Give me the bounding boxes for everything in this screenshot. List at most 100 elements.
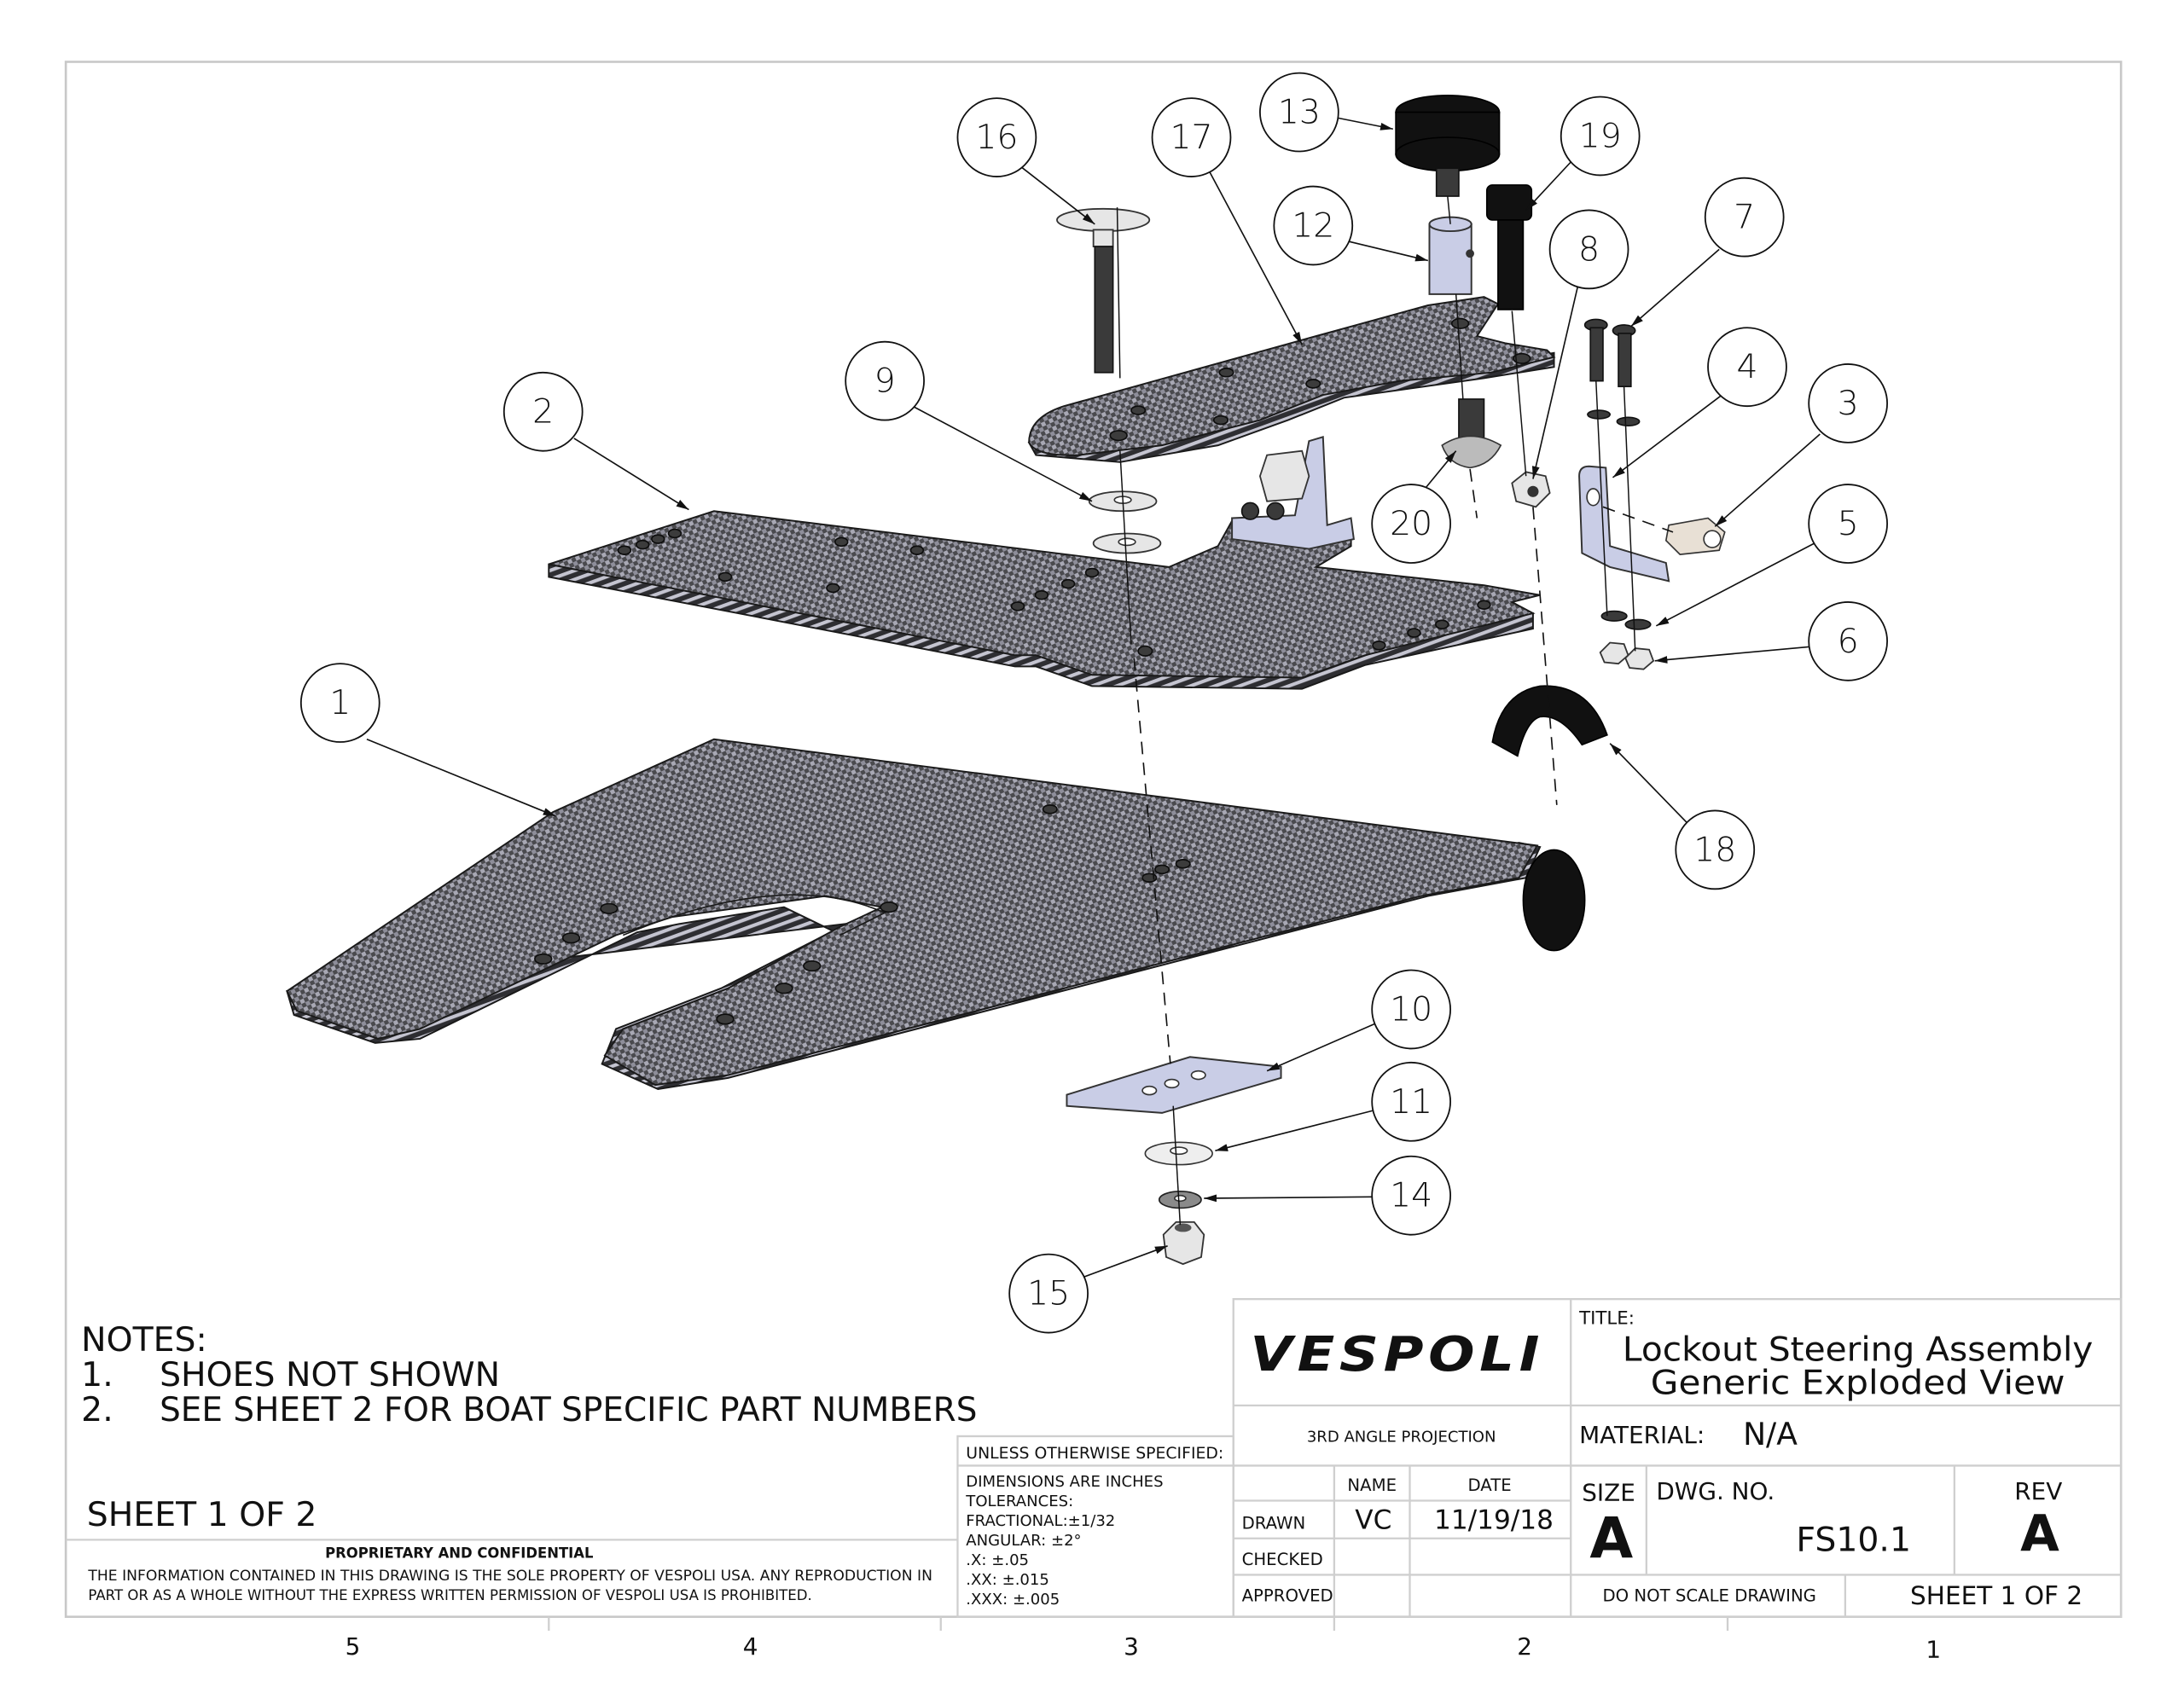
do-not-scale: DO NOT SCALE DRAWING (1602, 1586, 1816, 1606)
part-7-screws (1583, 318, 1641, 426)
rev-label: REV (2014, 1477, 2062, 1505)
svg-text:5: 5 (1838, 504, 1859, 543)
svg-text:6: 6 (1838, 622, 1859, 661)
part-18-wing-cap (1491, 685, 1608, 757)
part-4-bracket (1578, 465, 1670, 583)
balloon-15[interactable]: 15 (1008, 1253, 1089, 1334)
svg-text:2: 2 (532, 392, 554, 432)
notes-heading: NOTES: (81, 1320, 207, 1359)
balloon-3[interactable]: 3 (1808, 363, 1889, 443)
sheet-number: SHEET 1 OF 2 (1910, 1581, 2082, 1610)
drawn-date: 11/19/18 (1434, 1504, 1554, 1535)
note-2-num: 2. (81, 1390, 113, 1429)
balloon-11[interactable]: 11 (1371, 1061, 1452, 1142)
zone-markers: 5 4 3 2 1 (346, 1616, 1941, 1663)
balloon-8[interactable]: 8 (1548, 209, 1629, 290)
title-label: TITLE: (1578, 1308, 1635, 1330)
leader-lines (366, 117, 1821, 1279)
dwg-no-label: DWG. NO. (1656, 1477, 1774, 1505)
svg-text:7: 7 (1734, 198, 1755, 237)
rev-value: A (2020, 1504, 2059, 1563)
balloon-10[interactable]: 10 (1371, 969, 1452, 1050)
svg-text:14: 14 (1390, 1176, 1432, 1215)
svg-text:20: 20 (1390, 504, 1432, 543)
balloon-13[interactable]: 13 (1259, 72, 1339, 153)
size-label: SIZE (1582, 1478, 1635, 1506)
sub-bracket (1231, 435, 1355, 550)
zone-5: 5 (346, 1632, 361, 1661)
tolerance-line: TOLERANCES: (965, 1493, 1073, 1510)
svg-text:12: 12 (1292, 206, 1334, 245)
balloons: 1 2 3 4 5 6 7 8 9 10 11 12 13 14 15 16 1… (299, 72, 1889, 1334)
balloon-1[interactable]: 1 (299, 663, 380, 743)
part-8-hex-nut (1511, 471, 1551, 508)
assembly-axes (1116, 195, 1674, 1226)
zone-2: 2 (1517, 1632, 1532, 1661)
note-1-num: 1. (81, 1355, 113, 1394)
balloon-16[interactable]: 16 (956, 97, 1037, 177)
balloon-18[interactable]: 18 (1675, 809, 1756, 890)
part-10-backing-plate (1066, 1056, 1282, 1114)
part-17-arm (1027, 296, 1556, 463)
sheet-left: SHEET 1 OF 2 (87, 1495, 317, 1534)
svg-text:16: 16 (975, 118, 1018, 157)
svg-text:4: 4 (1736, 347, 1757, 386)
name-header: NAME (1347, 1475, 1397, 1495)
approved-label: APPROVED (1242, 1586, 1333, 1606)
note-2-text: SEE SHEET 2 FOR BOAT SPECIFIC PART NUMBE… (160, 1390, 977, 1429)
tolerance-block: UNLESS OTHERWISE SPECIFIED: DIMENSIONS A… (956, 1435, 1234, 1618)
balloon-7[interactable]: 7 (1704, 177, 1785, 258)
zone-4: 4 (743, 1632, 758, 1661)
drawn-label: DRAWN (1242, 1513, 1306, 1533)
balloon-9[interactable]: 9 (845, 340, 925, 421)
part-12-standoff (1428, 216, 1474, 295)
balloon-12[interactable]: 12 (1273, 185, 1354, 266)
svg-text:11: 11 (1390, 1082, 1432, 1122)
balloon-5[interactable]: 5 (1808, 484, 1889, 564)
zone-3: 3 (1124, 1632, 1139, 1661)
material-label: MATERIAL: (1579, 1421, 1705, 1449)
part-16-bolt (1056, 207, 1151, 374)
balloon-14[interactable]: 14 (1371, 1155, 1452, 1236)
tolerance-line: .X: ±.05 (966, 1551, 1029, 1569)
proprietary-line1: THE INFORMATION CONTAINED IN THIS DRAWIN… (87, 1568, 932, 1584)
proprietary-box: PROPRIETARY AND CONFIDENTIAL THE INFORMA… (66, 1539, 958, 1603)
balloon-4[interactable]: 4 (1707, 327, 1787, 408)
svg-text:9: 9 (874, 362, 896, 401)
svg-text:15: 15 (1027, 1274, 1070, 1313)
svg-text:10: 10 (1390, 989, 1432, 1029)
svg-text:8: 8 (1578, 229, 1600, 269)
title-block: VESPOLI TITLE: Lockout Steering Assembly… (1232, 1298, 2123, 1618)
svg-text:19: 19 (1579, 116, 1622, 155)
balloon-2[interactable]: 2 (502, 371, 584, 452)
balloon-19[interactable]: 19 (1560, 96, 1641, 177)
dwg-no-value: FS10.1 (1796, 1521, 1911, 1560)
part-6-nuts (1599, 641, 1655, 670)
part-1-footboard (286, 738, 1586, 1091)
title-line1: Lockout Steering Assembly (1623, 1330, 2093, 1369)
tolerance-line: FRACTIONAL:±1/32 (966, 1512, 1115, 1530)
part-15-nut (1162, 1220, 1205, 1266)
svg-text:3: 3 (1838, 384, 1859, 423)
svg-text:13: 13 (1278, 93, 1321, 132)
size-value: A (1589, 1507, 1633, 1572)
part-5-washers (1600, 610, 1652, 630)
end-cap (1522, 849, 1586, 952)
part-2-plate (548, 510, 1541, 690)
balloon-17[interactable]: 17 (1151, 97, 1232, 177)
part-20-button-screw (1441, 398, 1502, 469)
svg-text:1: 1 (329, 683, 351, 722)
title-line2: Generic Exploded View (1651, 1364, 2065, 1403)
note-1-text: SHOES NOT SHOWN (160, 1355, 500, 1394)
part-13-thumb-screw (1395, 95, 1501, 197)
part-19-cap-screw (1485, 184, 1533, 310)
balloon-6[interactable]: 6 (1808, 601, 1889, 681)
drawn-name: VC (1355, 1504, 1391, 1535)
projection-label: 3RD ANGLE PROJECTION (1307, 1429, 1496, 1446)
balloon-20[interactable]: 20 (1371, 484, 1452, 564)
checked-label: CHECKED (1242, 1550, 1323, 1569)
svg-text:18: 18 (1693, 830, 1736, 869)
date-header: DATE (1467, 1475, 1511, 1495)
tolerance-line: ANGULAR: ±2° (966, 1532, 1081, 1550)
part-14-lock-washer (1158, 1190, 1202, 1209)
